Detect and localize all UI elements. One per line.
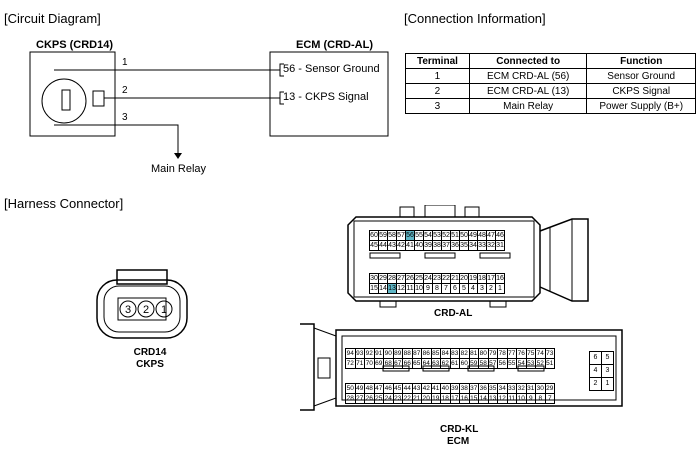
circuit-diagram-title: [Circuit Diagram] bbox=[4, 11, 101, 26]
table-row: 3 Main Relay Power Supply (B+) bbox=[405, 98, 696, 114]
sensor-symbol-circle bbox=[41, 78, 87, 124]
terminal-cell: 2 bbox=[405, 83, 470, 99]
pin-cell: 51 bbox=[544, 358, 555, 369]
sensor-symbol-terminal bbox=[92, 90, 105, 107]
function-cell: Power Supply (B+) bbox=[586, 98, 696, 114]
circuit-diagram-lines bbox=[29, 51, 389, 159]
crd14-shell bbox=[96, 279, 188, 339]
header-terminal: Terminal bbox=[405, 53, 470, 69]
connection-table-header: Terminal Connected to Function bbox=[405, 53, 696, 69]
wire-2-number: 2 bbox=[122, 85, 128, 96]
crd-al-label: CRD-AL bbox=[434, 308, 473, 319]
ckps-label: CKPS bbox=[136, 359, 164, 370]
pin-cell: 3 bbox=[601, 364, 614, 378]
harness-connector-title: [Harness Connector] bbox=[4, 196, 124, 211]
crd14-pin-3 bbox=[119, 300, 137, 318]
pin-cell: 5 bbox=[601, 351, 614, 365]
pin-cell: 31 bbox=[495, 240, 505, 251]
connected-to-cell: ECM CRD-AL (13) bbox=[468, 83, 588, 99]
crd14-pin-1-label: 1 bbox=[161, 304, 167, 316]
ecm-connector-label: ECM bbox=[447, 436, 470, 447]
crd-al-housing bbox=[347, 216, 541, 302]
wire-3-number: 3 bbox=[122, 112, 128, 123]
crd14-label: CRD14 bbox=[133, 347, 167, 358]
pin-cell: 7 bbox=[544, 393, 555, 404]
crd14-inner-shell bbox=[103, 285, 181, 333]
wire-3 bbox=[54, 124, 179, 153]
ecm-terminal-56-label: 56 - Sensor Ground bbox=[283, 63, 380, 75]
ckps-sensor-box bbox=[29, 51, 116, 137]
crd-al-latch bbox=[539, 218, 589, 302]
wire-3-arrow bbox=[174, 153, 182, 159]
ecm-box bbox=[269, 51, 389, 137]
ecm-label: ECM (CRD-AL) bbox=[296, 39, 373, 51]
terminal-cell: 3 bbox=[405, 98, 470, 114]
pin-cell: 1 bbox=[601, 377, 614, 391]
crd14-pin-3-label: 3 bbox=[125, 304, 131, 316]
table-row: 2 ECM CRD-AL (13) CKPS Signal bbox=[405, 83, 696, 99]
terminal-cell: 1 bbox=[405, 68, 470, 84]
crd-kl-latch bbox=[300, 323, 315, 411]
crd14-pin-2-label: 2 bbox=[143, 304, 149, 316]
crd-al-connector-body bbox=[347, 205, 589, 308]
ecm-terminal-13-bracket bbox=[279, 91, 284, 105]
crd14-connector: 3 2 1 bbox=[96, 269, 188, 339]
function-cell: CKPS Signal bbox=[586, 83, 696, 99]
ecm-terminal-13-label: 13 - CKPS Signal bbox=[283, 91, 369, 103]
crd14-pin-housing bbox=[117, 297, 167, 321]
crd14-pin-1 bbox=[155, 300, 173, 318]
header-connected-to: Connected to bbox=[468, 53, 588, 69]
crd14-latch bbox=[116, 269, 168, 285]
function-cell: Sensor Ground bbox=[586, 68, 696, 84]
main-relay-label: Main Relay bbox=[151, 163, 207, 175]
table-row: 1 ECM CRD-AL (56) Sensor Ground bbox=[405, 68, 696, 84]
sensor-symbol-element bbox=[61, 89, 71, 111]
pin-cell: 1 bbox=[495, 283, 505, 294]
crd-kl-label: CRD-KL bbox=[440, 424, 479, 435]
ecm-terminal-56-bracket bbox=[279, 63, 284, 77]
connected-to-cell: Main Relay bbox=[468, 98, 588, 114]
crd14-pin-2 bbox=[137, 300, 155, 318]
header-function: Function bbox=[586, 53, 696, 69]
connected-to-cell: ECM CRD-AL (56) bbox=[468, 68, 588, 84]
ckps-sensor-label: CKPS (CRD14) bbox=[36, 39, 114, 51]
connection-table: Terminal Connected to Function 1 ECM CRD… bbox=[405, 53, 696, 114]
connection-info-title: [Connection Information] bbox=[404, 11, 546, 26]
crd-kl-housing bbox=[335, 329, 623, 407]
wire-1-number: 1 bbox=[122, 57, 128, 68]
